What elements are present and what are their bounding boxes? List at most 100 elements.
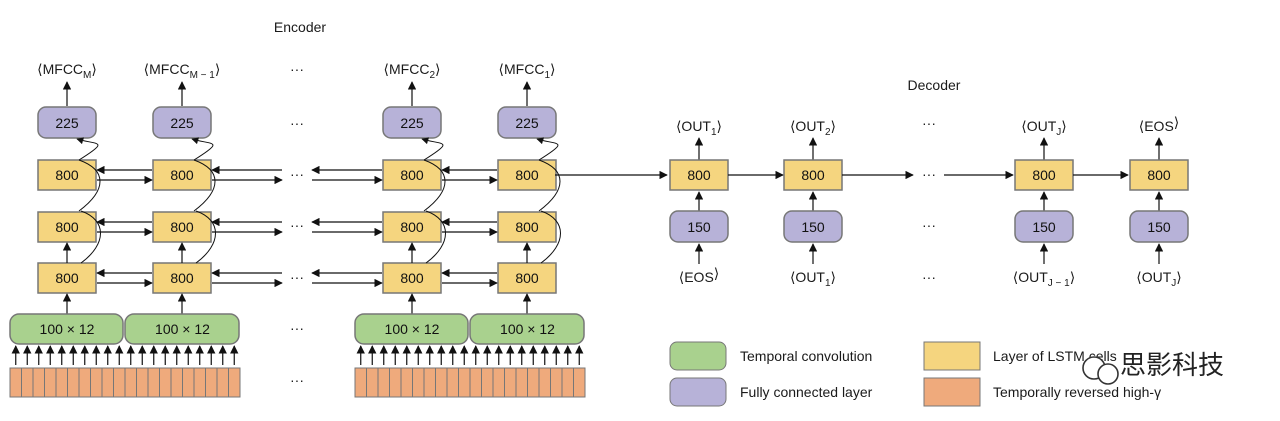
arrow <box>76 137 99 161</box>
fc-box <box>1014 210 1074 243</box>
lstm-label: 800 <box>400 167 424 183</box>
encoder-title: Encoder <box>274 19 326 35</box>
fc-box <box>382 106 442 139</box>
conv-box <box>9 313 124 345</box>
lstm-box <box>497 211 557 243</box>
input-cell <box>435 367 448 398</box>
lstm-label: 800 <box>55 270 79 286</box>
fc-box <box>497 106 557 139</box>
input-cell <box>400 367 413 398</box>
input-cell <box>538 367 551 398</box>
conv-label: 100 × 12 <box>385 321 440 337</box>
input-cell <box>515 367 528 398</box>
decoder-title: Decoder <box>908 77 961 93</box>
watermark-logo-icon <box>1097 363 1119 385</box>
input-cell <box>366 367 379 398</box>
input-cell <box>423 367 436 398</box>
decoder-output-label: ⟨OUTJ⟩ <box>1021 118 1066 138</box>
lstm-box <box>382 159 442 191</box>
input-cell <box>147 367 160 398</box>
decoder-column: 800 150 <box>1014 137 1074 264</box>
lstm-box <box>37 262 97 294</box>
input-cell <box>469 367 482 398</box>
lstm-box <box>152 159 212 191</box>
fc-label: 225 <box>400 115 424 131</box>
ellipsis: ··· <box>290 115 304 131</box>
arrow <box>425 210 446 264</box>
arrow <box>538 159 561 212</box>
input-cell <box>492 367 505 398</box>
input-cell <box>193 367 206 398</box>
lstm-box <box>1129 159 1189 191</box>
lstm-label: 800 <box>55 219 79 235</box>
encoder-recurrent-links <box>96 165 498 288</box>
input-cell <box>136 367 149 398</box>
legend-swatch-fc <box>669 377 727 407</box>
input-cell <box>504 367 517 398</box>
ellipsis: ··· <box>290 269 304 285</box>
input-cell <box>170 367 183 398</box>
fc-box <box>152 106 212 139</box>
fc-label: 225 <box>55 115 79 131</box>
fc-box <box>37 106 97 139</box>
decoder-input-label: ⟨OUTJ − 1⟩ <box>1013 269 1075 289</box>
lstm-box <box>152 262 212 294</box>
lstm-box <box>783 159 843 191</box>
fc-label: 150 <box>687 219 711 235</box>
encoder-output-label: ⟨MFCC2⟩ <box>384 61 441 81</box>
lstm-label: 800 <box>801 167 825 183</box>
arrow <box>540 210 561 264</box>
conv-label: 100 × 12 <box>155 321 210 337</box>
arrow <box>195 210 216 264</box>
decoder-input-label: ⟨EOS⟩ <box>679 265 720 285</box>
encoder-inputs <box>9 345 586 398</box>
input-cell <box>90 367 103 398</box>
input-cell <box>44 367 57 398</box>
lstm-box <box>152 211 212 243</box>
encoder-output-label: ⟨MFCCM − 1⟩ <box>144 61 221 81</box>
lstm-label: 800 <box>1147 167 1171 183</box>
input-cell <box>159 367 172 398</box>
watermark: 思影科技 <box>1082 351 1224 385</box>
input-cell <box>354 367 367 398</box>
ellipsis: ··· <box>922 115 936 131</box>
ellipsis: ··· <box>922 217 936 233</box>
input-cell <box>67 367 80 398</box>
encoder-ellipses: ··· ··· ··· ··· ··· ··· ··· <box>290 61 304 388</box>
input-cell <box>32 367 45 398</box>
input-cell <box>561 367 574 398</box>
input-cell <box>55 367 68 398</box>
ellipsis: ··· <box>290 166 304 182</box>
lstm-label: 800 <box>170 167 194 183</box>
lstm-box <box>669 159 729 191</box>
legend-swatch-input <box>923 377 981 407</box>
arrow <box>80 210 101 264</box>
decoder-input-label: ⟨OUT1⟩ <box>790 269 836 289</box>
conv-box <box>124 313 240 345</box>
ellipsis: ··· <box>922 269 936 285</box>
input-cell <box>21 367 34 398</box>
arrow <box>423 159 446 212</box>
arrow <box>78 159 101 212</box>
lstm-label: 800 <box>687 167 711 183</box>
encoder-columns: 2258008008002258008008002258008008002258… <box>9 81 585 345</box>
decoder-ellipses: ··· ··· ··· ··· <box>922 115 936 285</box>
decoder-input-labels: ⟨EOS⟩ ⟨OUT1⟩ ⟨OUTJ − 1⟩ ⟨OUTJ⟩ <box>679 265 1182 289</box>
encoder-output-labels: ⟨MFCCM⟩ ⟨MFCCM − 1⟩ ⟨MFCC2⟩ ⟨MFCC1⟩ <box>37 61 555 81</box>
input-cell <box>377 367 390 398</box>
fc-box <box>783 210 843 243</box>
input-cell <box>573 367 586 398</box>
fc-label: 150 <box>1032 219 1056 235</box>
arrow <box>421 137 444 161</box>
conv-label: 100 × 12 <box>500 321 555 337</box>
input-cell <box>481 367 494 398</box>
input-cell <box>205 367 218 398</box>
lstm-label: 800 <box>515 219 539 235</box>
decoder-input-label: ⟨OUTJ⟩ <box>1136 269 1181 289</box>
input-cell <box>228 367 241 398</box>
ellipsis: ··· <box>290 61 304 77</box>
lstm-label: 800 <box>1032 167 1056 183</box>
